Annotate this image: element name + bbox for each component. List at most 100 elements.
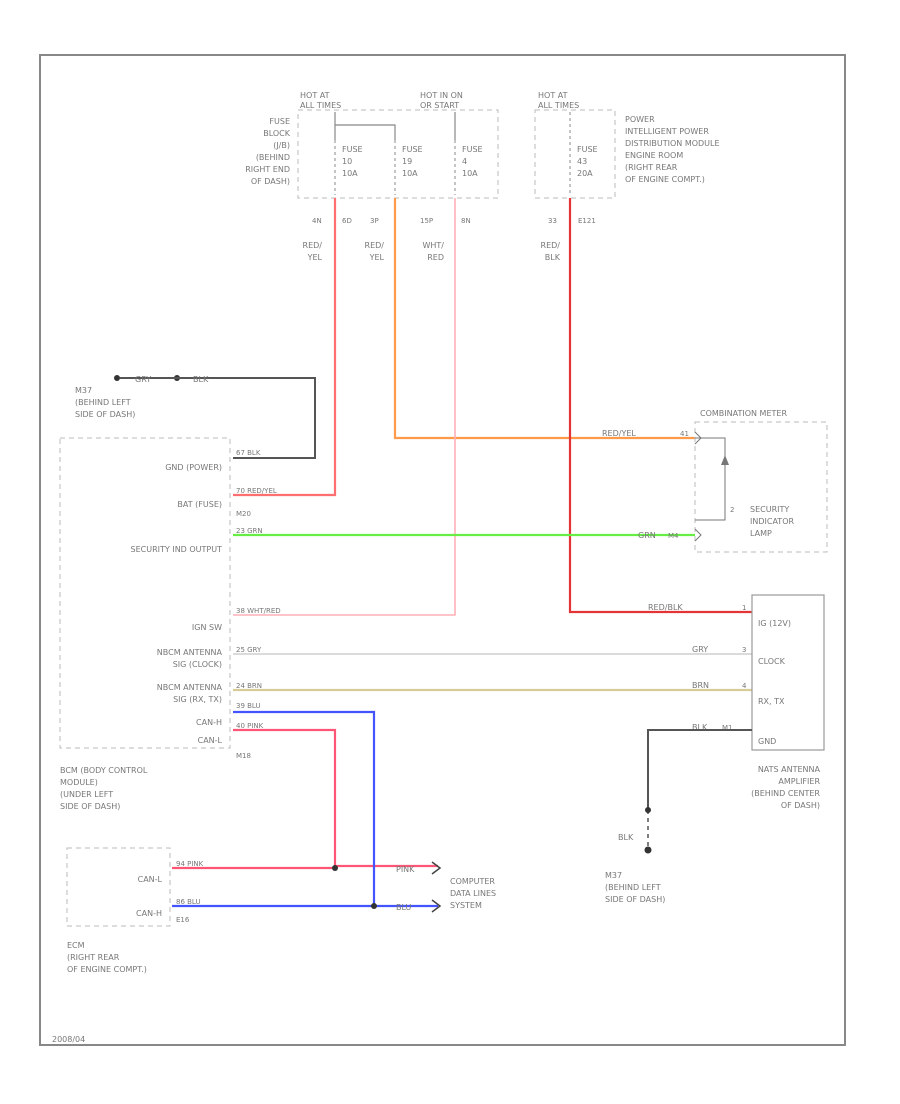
ground-top-terminal	[114, 375, 120, 381]
bcm-pin-24: 24 BRN	[236, 682, 262, 690]
bcm-in-ant2-a: NBCM ANTENNA	[157, 683, 223, 692]
nats-wire-1: GRY	[692, 645, 708, 654]
pin-8N: 8N	[461, 217, 471, 225]
ipdm-hot-line1: HOT AT	[538, 91, 568, 100]
pin-E121: E121	[578, 217, 596, 225]
cdl-wire-pink: PINK	[396, 865, 415, 874]
fuse-box1-line2: ALL TIMES	[300, 101, 341, 110]
ground-right-connector	[645, 807, 651, 813]
nats-term-3: GND	[758, 737, 776, 746]
bcm: GND (POWER) BAT (FUSE) SECURITY IND OUTP…	[59, 437, 281, 811]
ground-top-label-1: (BEHIND LEFT	[75, 398, 131, 407]
fuse-19: FUSE 19 10A	[394, 140, 423, 195]
bcm-in-ant1-b: SIG (CLOCK)	[173, 660, 222, 669]
wire-color-d2: BLK	[545, 253, 561, 262]
ipdm-label-2: DISTRIBUTION MODULE	[625, 139, 720, 148]
cdl-wire-blue: BLU	[396, 903, 412, 912]
ground-right-label-0: M37	[605, 871, 622, 880]
bus-bar-1	[334, 112, 396, 140]
nats-pin-2: 4	[742, 682, 747, 690]
nats-wire-0: RED/BLK	[648, 603, 683, 612]
bcm-in-canh: CAN-H	[196, 718, 222, 727]
fuse-block-label-4: RIGHT END	[245, 165, 290, 174]
bcm-box	[59, 437, 231, 749]
fuse-4: FUSE 4 10A	[454, 140, 483, 195]
fuse-box1-line1: HOT AT	[300, 91, 330, 100]
cdl-label-0: COMPUTER	[450, 877, 495, 886]
meter-conn1-arrow-icon	[694, 431, 702, 445]
nats-pin-1: 3	[742, 646, 746, 654]
pin-3P: 3P	[370, 217, 379, 225]
bcm-pin-M20: M20	[236, 510, 251, 518]
bcm-pin-M18: M18	[236, 752, 251, 760]
wire-color-a1: RED/	[303, 241, 323, 250]
wire-wht-red-ign	[233, 198, 456, 616]
cdl-arrow-pink-icon	[431, 861, 442, 875]
bcm-pin-70: 70 RED/YEL	[236, 487, 277, 495]
nats-label-0: NATS ANTENNA	[758, 765, 821, 774]
pin-6D: 6D	[342, 217, 352, 225]
ground-right: BLK M37 (BEHIND LEFT SIDE OF DASH)	[605, 729, 752, 904]
bcm-in-gnd: GND (POWER)	[165, 463, 222, 472]
wire-color-c1: WHT/	[422, 241, 444, 250]
wire-red-yel-meter	[393, 198, 695, 440]
fuse-10-name: FUSE	[342, 145, 363, 154]
ipdm-box	[534, 109, 616, 199]
ecm: CAN-L CAN-H 94 PINK 86 BLU E16 ECM (RIGH…	[66, 847, 204, 974]
meter-label-2: LAMP	[750, 529, 772, 538]
wire-color-d1: RED/	[541, 241, 561, 250]
nats-term-1: CLOCK	[758, 657, 786, 666]
pin-33: 33	[548, 217, 557, 225]
bcm-in-ant1-a: NBCM ANTENNA	[157, 648, 223, 657]
ecm-term-canh: CAN-H	[136, 909, 162, 918]
fuse-43-name: FUSE	[577, 145, 598, 154]
wire-red-yel-bat	[233, 198, 337, 497]
fuse-19-amp: 10A	[402, 169, 418, 178]
nats-label-3: OF DASH)	[781, 801, 820, 810]
meter-pin1: 41	[680, 430, 689, 438]
fuse-block-label-3: (BEHIND	[256, 153, 290, 162]
bcm-label-0: BCM (BODY CONTROL	[60, 766, 148, 775]
indicator-lamp-diode-icon	[721, 455, 729, 465]
bcm-label-2: (UNDER LEFT	[60, 790, 113, 799]
meter-title: COMBINATION METER	[700, 409, 787, 418]
ecm-pin-86: 86 BLU	[176, 898, 201, 906]
fuse-10: FUSE 10 10A	[334, 140, 363, 195]
meter-pin3: 2	[730, 506, 734, 514]
cdl-label-2: SYSTEM	[450, 901, 482, 910]
fuse-block-label-0: FUSE	[269, 117, 290, 126]
wire-color-c2: RED	[427, 253, 444, 262]
nats-term-2: RX, TX	[758, 697, 785, 706]
fuse-block: HOT AT ALL TIMES HOT IN ON OR START FUSE…	[245, 91, 499, 199]
wire-color-a2: YEL	[307, 253, 323, 262]
bcm-in-bat: BAT (FUSE)	[177, 500, 222, 509]
ipdm-label-5: OF ENGINE COMPT.)	[625, 175, 705, 184]
ground-right-wire: BLK	[618, 833, 634, 842]
cdl-label-1: DATA LINES	[450, 889, 496, 898]
ipdm-label-4: (RIGHT REAR	[625, 163, 678, 172]
ecm-term-canl: CAN-L	[138, 875, 163, 884]
splice-blue	[371, 903, 377, 909]
nats-amp-box	[751, 594, 825, 751]
ground-right-label-1: (BEHIND LEFT	[605, 883, 661, 892]
nats-wire-3: BLK	[692, 723, 708, 732]
splice-pink	[332, 865, 338, 871]
bcm-pin-23: 23 GRN	[236, 527, 263, 535]
meter-label-0: SECURITY	[750, 505, 789, 514]
diagram-id: 2008/04	[52, 1035, 85, 1044]
wire-color-b1: RED/	[365, 241, 385, 250]
wire-blk-gnd	[120, 377, 316, 459]
bcm-pin-40: 40 PINK	[236, 722, 264, 730]
nats-label-1: AMPLIFIER	[778, 777, 820, 786]
meter-wire1: RED/YEL	[602, 429, 636, 438]
fuse-box2-line2: OR START	[420, 101, 459, 110]
fuse-10-num: 10	[342, 157, 352, 166]
ecm-pin-94: 94 PINK	[176, 860, 204, 868]
fuse-19-num: 19	[402, 157, 412, 166]
nats-antenna-amp: RED/BLK GRY BRN BLK 1 3 4 M1 IG (12V) CL…	[648, 594, 825, 810]
fuse-block-label-5: OF DASH)	[251, 177, 290, 186]
cdl-arrow-blue-icon	[431, 899, 442, 913]
ipdm-hot-line2: ALL TIMES	[538, 101, 579, 110]
wire-red-blk-nats	[568, 198, 752, 614]
bcm-label-1: MODULE)	[60, 778, 98, 787]
